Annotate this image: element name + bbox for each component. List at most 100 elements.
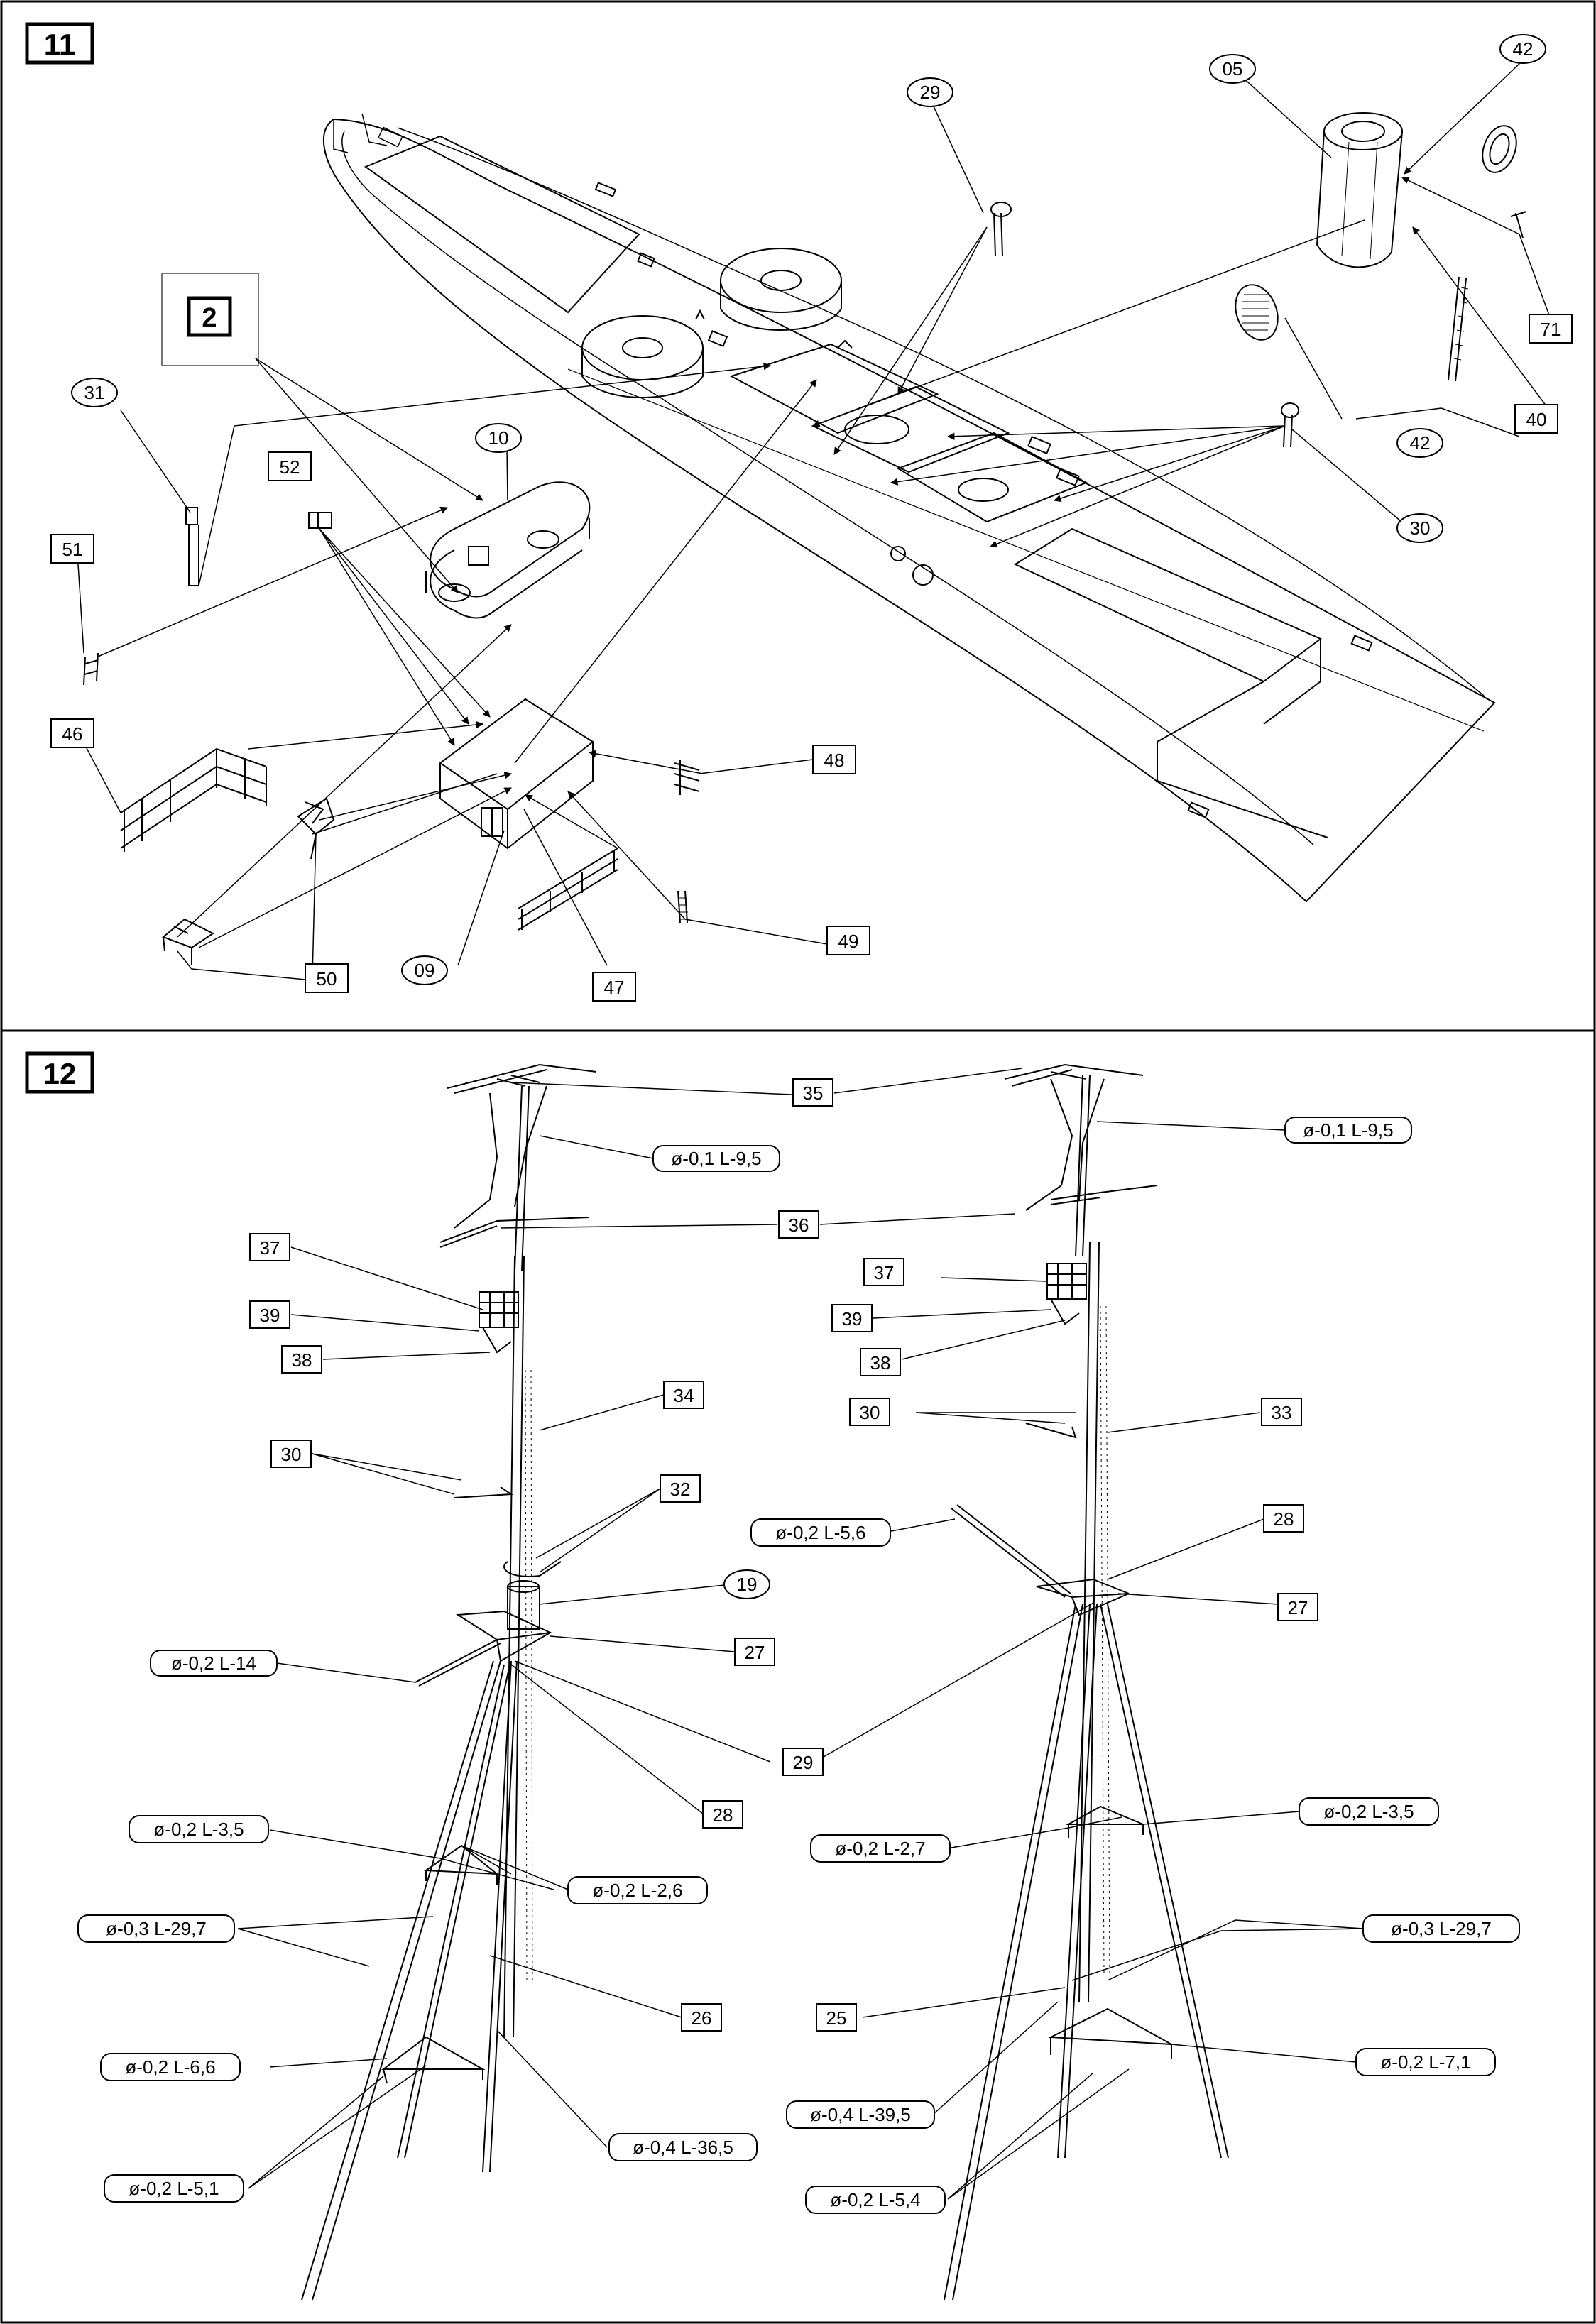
step-number: 11 [44,28,75,61]
callout-label: 38 [292,1349,312,1371]
callout-label: 42 [1513,38,1534,60]
step-badge-11: 11 [25,22,94,65]
callout-label: 05 [1223,58,1243,80]
callout-wire-2-6: ø-0,2 L-2,6 [567,1876,708,1904]
part-funnel [1316,112,1403,268]
callout-71: 71 [1529,314,1573,344]
callout-label: 10 [488,427,509,449]
part-whistle-42 [1482,125,1517,173]
callout-35: 35 [792,1078,833,1107]
callout-50: 50 [305,963,349,993]
callout-37-right: 37 [863,1258,904,1286]
callout-label: 39 [842,1308,863,1330]
callout-label: 30 [1410,517,1431,539]
callout-label: ø-0,3 L-29,7 [106,1918,207,1939]
step-badge-12: 12 [25,1051,94,1094]
callout-label: ø-0,3 L-29,7 [1391,1918,1492,1939]
callout-29-p12: 29 [782,1748,824,1776]
callout-39-right: 39 [831,1304,873,1332]
callout-label: 28 [1274,1508,1294,1530]
panel-frame-11 [0,0,1596,1032]
part-plate-42b [1235,284,1279,341]
callout-label: 32 [670,1479,691,1500]
callout-label: ø-0,2 L-3,5 [153,1819,244,1840]
callout-46: 46 [50,718,94,748]
mast-left [301,1063,597,2301]
callout-wire-6-6: ø-0,2 L-6,6 [100,2053,241,2081]
part-railing-46 [120,747,267,852]
callout-label: 27 [745,1642,765,1663]
callout-label: 30 [860,1402,880,1423]
callout-label: ø-0,2 L-3,5 [1323,1801,1414,1822]
callout-39-left: 39 [249,1300,290,1329]
callout-label: 50 [317,968,337,990]
callout-label: ø-0,4 L-36,5 [633,2137,733,2158]
callout-34: 34 [663,1381,704,1409]
callout-label: ø-0,2 L-2,6 [592,1880,682,1901]
reference-step-box: 2 [161,273,259,366]
callout-label: 35 [803,1082,824,1104]
callout-label: ø-0,2 L-6,6 [125,2056,215,2078]
callout-label: ø-0,1 L-9,5 [671,1148,761,1169]
callout-wire-5-1: ø-0,2 L-5,1 [104,2174,244,2203]
callout-wire-top-right: ø-0,1 L-9,5 [1284,1117,1412,1144]
callout-wire-29-7-right: ø-0,3 L-29,7 [1362,1914,1520,1943]
callout-42-mid: 42 [1396,428,1443,458]
part-guntub-50-lower [162,918,214,965]
leader-lines-12 [237,1068,1364,2200]
callout-label: 28 [713,1804,733,1826]
callout-wire-5-6: ø-0,2 L-5,6 [750,1518,891,1547]
callout-wire-7-1: ø-0,2 L-7,1 [1355,2048,1496,2076]
callout-30: 30 [1396,513,1443,543]
part-ladder-51 [83,652,99,686]
callout-29: 29 [907,77,953,107]
callout-label: 26 [692,2007,712,2029]
callout-label: 42 [1410,432,1431,454]
callout-label: ø-0,2 L-14 [171,1652,256,1674]
callout-label: ø-0,2 L-7,1 [1380,2051,1470,2073]
part-platform-10 [425,481,591,619]
callout-label: 29 [793,1752,814,1773]
callout-label: 40 [1526,409,1547,430]
callout-label: ø-0,1 L-9,5 [1303,1119,1393,1141]
panel-frame-12 [0,1029,1596,2324]
callout-wire-top-left: ø-0,1 L-9,5 [652,1145,780,1172]
leader-lines-11 [77,62,1554,980]
callout-label: 39 [260,1305,280,1326]
callout-label: 19 [737,1574,758,1595]
part-vent-30 [1281,402,1299,448]
callout-40: 40 [1514,404,1558,434]
callout-wire-3-5-left: ø-0,2 L-3,5 [129,1815,269,1843]
callout-30-right: 30 [849,1398,890,1426]
callout-label: 47 [604,977,625,998]
callout-33: 33 [1261,1398,1302,1426]
callout-49: 49 [826,926,870,955]
callout-28-left: 28 [702,1800,743,1829]
callout-47: 47 [592,972,636,1002]
callout-label: 36 [789,1215,809,1236]
part-ladder-40 [1448,276,1469,382]
part-deckhouse-09 [439,698,594,850]
callout-38-left: 38 [281,1345,322,1374]
callout-10: 10 [475,423,522,453]
part-fitting-52 [308,512,332,529]
part-vent-29 [990,202,1012,256]
callout-label: 27 [1288,1597,1308,1618]
callout-label: 37 [260,1237,280,1259]
callout-25: 25 [816,2003,857,2032]
callout-28-right: 28 [1263,1504,1304,1533]
callout-label: 51 [62,539,83,560]
callout-wire-39-5: ø-0,4 L-39,5 [786,2100,935,2129]
callout-09: 09 [401,955,448,985]
part-rod-71 [1510,211,1527,239]
mast-right [944,1063,1229,2301]
callout-label: 38 [870,1352,891,1374]
part-post-31 [185,507,200,586]
callout-label: 48 [824,750,845,771]
callout-label: ø-0,2 L-5,1 [129,2178,219,2199]
callout-52: 52 [268,451,312,481]
callout-label: 33 [1272,1402,1292,1423]
callout-label: 49 [838,931,859,952]
step-number: 12 [43,1057,77,1090]
